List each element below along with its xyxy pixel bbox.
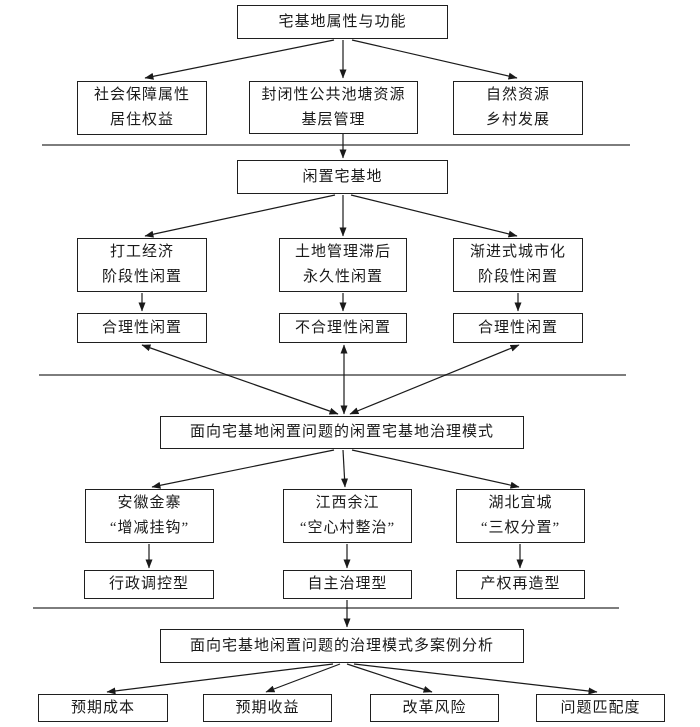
node-irrational-idle: 不合理性闲置: [279, 313, 407, 343]
node-homestead-attributes: 宅基地属性与功能: [237, 5, 448, 39]
arrow-idle-urban: [350, 194, 518, 238]
node-label: 自主治理型: [307, 576, 388, 592]
node-gradual-urbanization: 渐进式城市化 阶段性闲置: [453, 238, 583, 292]
double-arrow-rational1-mode: [141, 344, 339, 415]
node-label-line1: 自然资源: [485, 87, 550, 103]
node-problem-match: 问题匹配度: [536, 694, 665, 722]
double-arrow-rational2-mode: [349, 344, 520, 415]
node-migrant-economy: 打工经济 阶段性闲置: [77, 238, 207, 292]
arrow-multicase-match: [353, 663, 598, 695]
node-reform-risk: 改革风险: [370, 694, 499, 722]
node-property-recreation-type: 产权再造型: [456, 570, 585, 599]
node-expected-cost: 预期成本: [38, 694, 168, 722]
node-label-line2: 永久性闲置: [302, 269, 383, 285]
node-label-line2: 乡村发展: [485, 112, 550, 128]
arrow-multicase-benefit: [265, 663, 341, 693]
node-label: 面向宅基地闲置问题的治理模式多案例分析: [189, 637, 494, 654]
node-label: 改革风险: [402, 699, 467, 716]
arrows: [106, 39, 598, 695]
arrow-mode-jiangxi: [341, 449, 349, 488]
node-label-line1: 封闭性公共池塘资源: [261, 86, 406, 103]
node-label-line1: 社会保障属性: [93, 87, 190, 103]
node-label: 合理性闲置: [477, 319, 558, 336]
node-label-line1: 土地管理滞后: [294, 244, 391, 260]
node-label: 合理性闲置: [101, 319, 182, 336]
node-label: 行政调控型: [108, 576, 189, 592]
node-label-line1: 安徽金寨: [117, 495, 182, 511]
node-label-line2: “空心村整治”: [299, 520, 396, 536]
arrow-mode-hubei: [351, 449, 520, 489]
node-label-line2: 阶段性闲置: [477, 269, 558, 285]
node-rational-idle-right: 合理性闲置: [453, 313, 583, 343]
node-label-line1: 打工经济: [109, 244, 174, 260]
node-idle-homestead: 闲置宅基地: [237, 160, 448, 194]
node-label: 宅基地属性与功能: [278, 13, 407, 30]
node-public-pond-resource: 封闭性公共池塘资源 基层管理: [249, 81, 418, 134]
node-rational-idle-left: 合理性闲置: [77, 313, 207, 343]
node-label: 不合理性闲置: [294, 319, 391, 336]
node-label-line2: “三权分置”: [480, 520, 561, 536]
node-label: 问题匹配度: [560, 699, 641, 716]
node-label-line2: 基层管理: [301, 111, 366, 128]
arrow-multicase-cost: [106, 663, 334, 695]
node-land-management-lag: 土地管理滞后 永久性闲置: [279, 238, 407, 292]
node-jiangxi-yujiang: 江西余江 “空心村整治”: [283, 489, 412, 543]
node-expected-benefit: 预期收益: [203, 694, 332, 722]
node-label: 预期成本: [70, 699, 135, 716]
node-label: 闲置宅基地: [302, 168, 383, 185]
node-label-line2: “增减挂钩”: [109, 520, 190, 536]
node-label-line2: 阶段性闲置: [101, 269, 182, 285]
arrow-mode-anhui: [151, 449, 335, 489]
arrow-root-nature: [351, 39, 518, 80]
node-label-line1: 渐进式城市化: [469, 244, 566, 260]
node-label: 预期收益: [235, 699, 300, 716]
node-hubei-yicheng: 湖北宜城 “三权分置”: [456, 489, 585, 543]
arrow-multicase-risk: [346, 663, 433, 693]
node-social-security: 社会保障属性 居住权益: [77, 81, 207, 135]
node-admin-regulation-type: 行政调控型: [84, 570, 214, 599]
arrow-root-social: [144, 39, 335, 80]
node-natural-resource: 自然资源 乡村发展: [453, 81, 583, 135]
arrow-idle-migrant: [144, 194, 336, 238]
node-label-line1: 江西余江: [315, 495, 380, 511]
node-label: 产权再造型: [480, 576, 561, 592]
node-anhui-jinzhai: 安徽金寨 “增减挂钩”: [85, 489, 214, 543]
node-self-governance-type: 自主治理型: [283, 570, 412, 599]
node-label-line1: 湖北宜城: [488, 495, 553, 511]
node-label-line2: 居住权益: [109, 112, 174, 128]
node-label: 面向宅基地闲置问题的闲置宅基地治理模式: [189, 424, 494, 440]
node-governance-mode: 面向宅基地闲置问题的闲置宅基地治理模式: [160, 416, 524, 449]
node-multi-case-analysis: 面向宅基地闲置问题的治理模式多案例分析: [160, 629, 524, 663]
